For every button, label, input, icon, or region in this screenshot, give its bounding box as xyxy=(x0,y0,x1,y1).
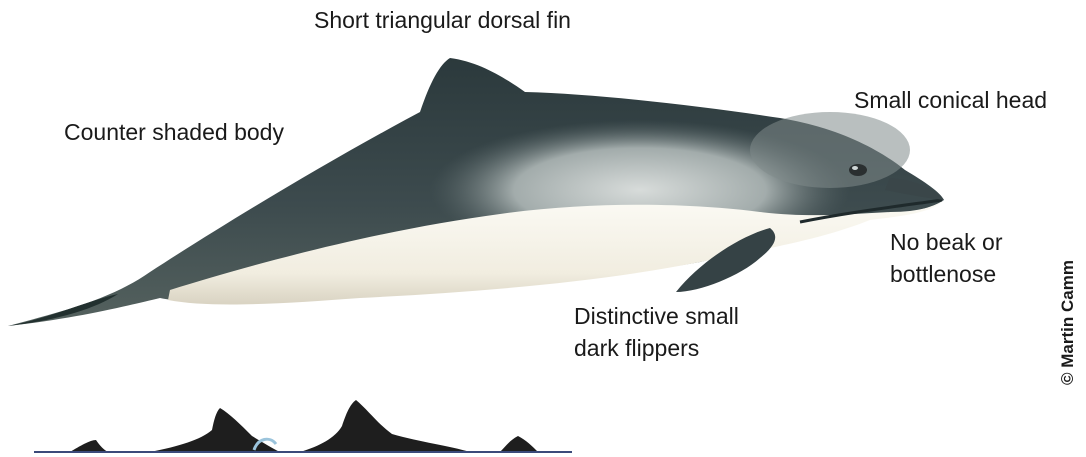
label-dorsal-fin: Short triangular dorsal fin xyxy=(314,4,571,36)
surfacing-sequence xyxy=(34,400,572,452)
label-flippers-line1: Distinctive small xyxy=(574,300,739,332)
surfacing-silhouette-4 xyxy=(500,436,538,452)
surfacing-silhouette-1 xyxy=(70,440,108,452)
label-flippers: Distinctive small dark flippers xyxy=(574,300,739,364)
label-flippers-line2: dark flippers xyxy=(574,332,739,364)
head-shading xyxy=(750,112,910,188)
surfacing-silhouette-2 xyxy=(150,408,280,452)
label-beak-line1: No beak or xyxy=(890,226,1003,258)
label-head: Small conical head xyxy=(854,84,1047,116)
label-body: Counter shaded body xyxy=(64,116,284,148)
copyright-credit: © Martin Camm xyxy=(1058,260,1078,385)
label-beak-line2: bottlenose xyxy=(890,258,1003,290)
eye xyxy=(849,164,867,176)
eye-highlight xyxy=(852,166,858,170)
surfacing-silhouette-3 xyxy=(300,400,470,452)
label-beak: No beak or bottlenose xyxy=(890,226,1003,290)
